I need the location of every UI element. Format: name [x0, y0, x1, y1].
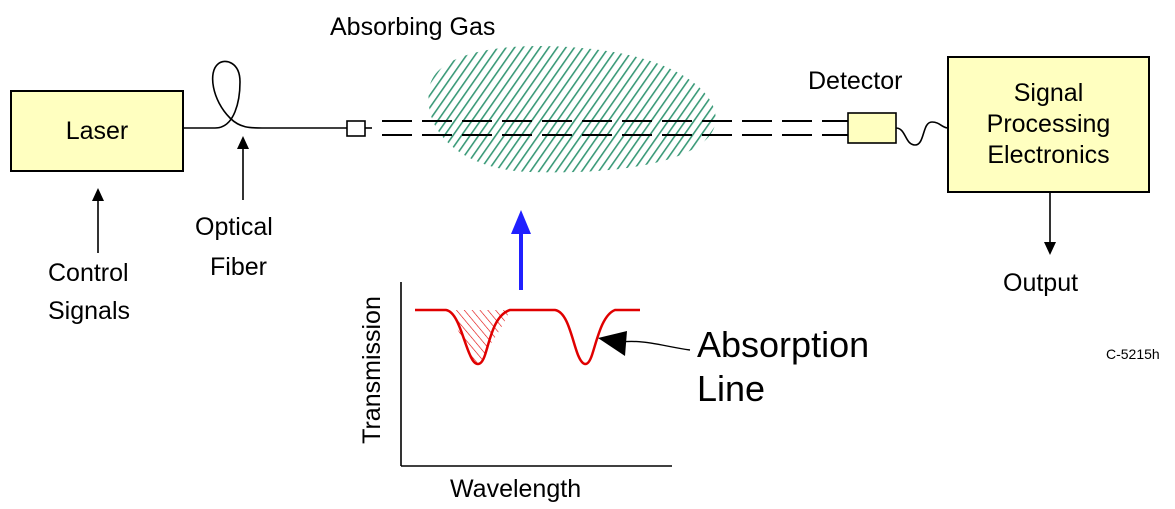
detector-label: Detector: [808, 67, 903, 95]
signal-processing-box: Signal Processing Electronics: [947, 56, 1150, 193]
signal-processing-label-3: Electronics: [987, 141, 1110, 170]
laser-label: Laser: [65, 116, 129, 145]
plot-axes: [400, 282, 672, 467]
control-signals-label-1: Control: [48, 259, 129, 287]
figure-code-label: C-5215h: [1106, 346, 1160, 362]
absorption-pointer-arrowhead: [598, 331, 627, 356]
fiber-arrowhead: [237, 136, 249, 149]
control-signals-label-2: Signals: [48, 297, 130, 325]
laser-beam: [382, 120, 848, 136]
wavelength-axis-label: Wavelength: [450, 475, 582, 503]
control-arrowhead: [92, 188, 104, 201]
optical-fiber-label-1: Optical: [195, 213, 273, 241]
absorption-area: [448, 310, 510, 364]
fiber-connector: [346, 120, 366, 137]
absorption-line-label-1: Absorption: [697, 324, 870, 365]
signal-processing-label-1: Signal: [1013, 78, 1084, 107]
absorbing-gas-cloud: [428, 46, 716, 173]
output-label: Output: [1003, 269, 1079, 297]
optical-fiber-label-2: Fiber: [210, 253, 267, 281]
optical-fiber-line: [183, 60, 347, 129]
signal-processing-label-2: Processing: [986, 109, 1111, 138]
transmission-curve: [415, 308, 640, 366]
absorption-line-label-2: Line: [697, 368, 766, 409]
beam-arrowhead: [511, 210, 531, 234]
absorbing-gas-label: Absorbing Gas: [330, 13, 496, 41]
output-arrowhead: [1044, 242, 1056, 255]
transmission-axis-label: Transmission: [358, 296, 386, 444]
laser-box: Laser: [10, 90, 184, 172]
detector-cable: [895, 121, 949, 146]
detector-box: [847, 112, 897, 144]
